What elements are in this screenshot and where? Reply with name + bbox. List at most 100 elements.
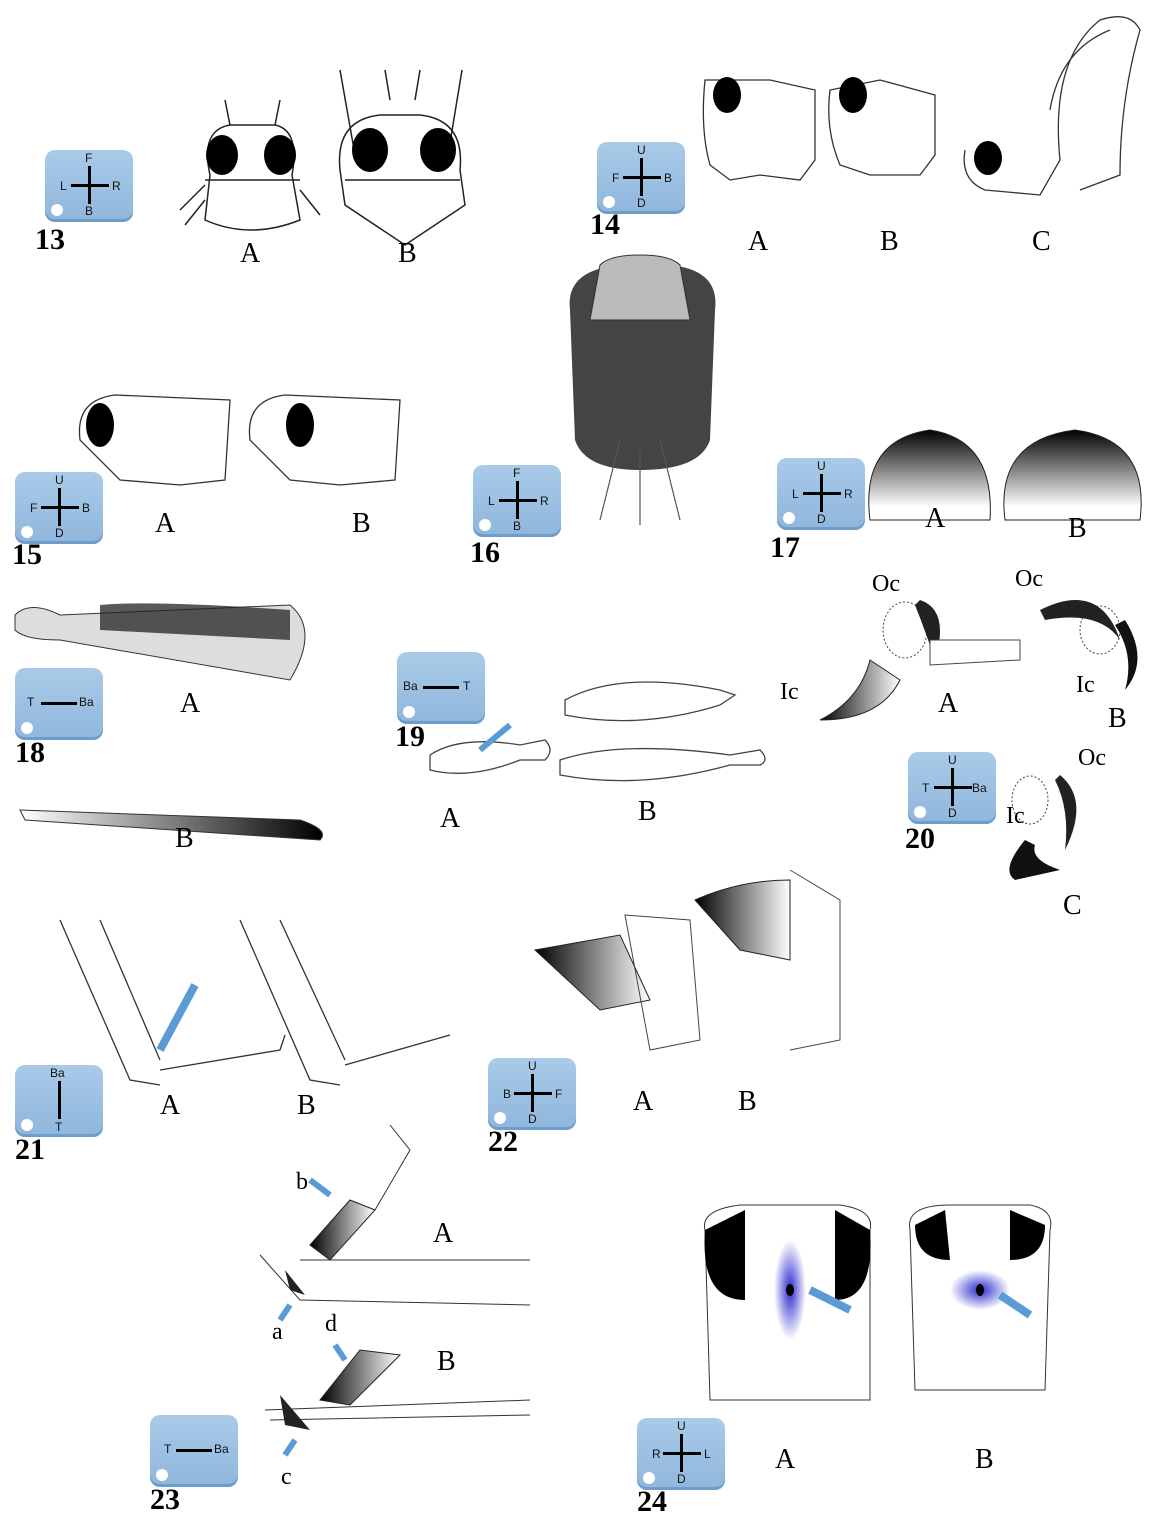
fig19-arrow: [480, 725, 510, 750]
fig13-label-a: A: [240, 240, 260, 268]
compass-axis-label: L: [792, 488, 799, 500]
fig13-number: 13: [35, 225, 65, 255]
compass-axis-label: U: [55, 474, 64, 486]
compass-corner-dot: [479, 519, 491, 531]
compass-vertical-arrow: [516, 481, 519, 519]
fig24-number: 24: [637, 1487, 667, 1517]
fig15-drawing: [79, 395, 400, 485]
compass-axis-label: B: [513, 520, 521, 532]
compass-axis-label: F: [612, 172, 619, 184]
fig15-orientation-compass: U F B D: [15, 472, 103, 544]
compass-axis-label: T: [27, 696, 34, 708]
fig18-drawing-b: [20, 810, 323, 840]
fig21-orientation-compass: Ba T: [15, 1065, 103, 1137]
compass-vertical-arrow: [640, 158, 643, 196]
compass-axis-label: B: [82, 502, 90, 514]
fig17-orientation-compass: U L R D: [777, 458, 865, 530]
compass-corner-dot: [914, 806, 926, 818]
compass-axis-label: L: [704, 1448, 711, 1460]
compass-axis-label: Ba: [79, 696, 94, 708]
fig24-drawing: [704, 1205, 1050, 1400]
fig14-drawing: [703, 17, 1140, 195]
fig20-number: 20: [905, 824, 935, 854]
compass-axis-label: R: [844, 488, 853, 500]
compass-vertical-arrow: [820, 474, 823, 512]
fig15-number: 15: [12, 540, 42, 570]
fig23-orientation-compass: T Ba: [150, 1415, 238, 1487]
fig16-number: 16: [470, 538, 500, 568]
compass-axis-label: T: [922, 782, 929, 794]
compass-axis-label: B: [664, 172, 672, 184]
fig19-orientation-compass: Ba T: [397, 652, 485, 724]
fig23-arrow-a: [280, 1305, 290, 1320]
compass-corner-dot: [51, 204, 63, 216]
compass-axis-label: R: [652, 1448, 661, 1460]
fig13-drawing-a: [180, 100, 320, 230]
fig23-number: 23: [150, 1485, 180, 1515]
fig22-drawing-a: [535, 935, 650, 1010]
fig24-orientation-compass: U R L D: [637, 1418, 725, 1490]
compass-axis-label: F: [30, 502, 37, 514]
fig20-ic-label-a: Ic: [780, 680, 799, 704]
compass-vertical-arrow: [88, 166, 91, 204]
compass-axis-label: T: [164, 1443, 171, 1455]
compass-axis-label: U: [948, 754, 957, 766]
fig22-number: 22: [488, 1127, 518, 1157]
compass-corner-dot: [494, 1112, 506, 1124]
fig20-oc-label-c: Oc: [1078, 746, 1106, 770]
fig21-number: 21: [15, 1135, 45, 1165]
fig14-orientation-compass: U F B D: [597, 142, 685, 214]
compass-vertical-arrow: [531, 1074, 534, 1112]
compass-axis-label: T: [55, 1121, 62, 1133]
compass-axis-label: U: [637, 144, 646, 156]
compass-axis-label: U: [817, 460, 826, 472]
fig17-drawing-b: [1004, 430, 1141, 520]
fig18-number: 18: [15, 738, 45, 768]
fig20-oc-label-a: Oc: [872, 572, 900, 596]
fig23-marker-c: c: [281, 1465, 292, 1489]
fig23-marker-a: a: [272, 1320, 283, 1344]
fig19-number: 19: [395, 722, 425, 752]
compass-axis-label: U: [677, 1420, 686, 1432]
compass-axis-label: D: [637, 197, 646, 209]
compass-axis-label: F: [513, 467, 520, 479]
compass-up: F: [85, 152, 92, 164]
compass-corner-dot: [156, 1469, 168, 1481]
fig13-orientation-compass: F L R B: [45, 150, 133, 222]
fig23-marker-b: b: [296, 1170, 308, 1194]
compass-axis-label: Ba: [214, 1443, 229, 1455]
fig20-ic-label-c: Ic: [1006, 804, 1025, 828]
compass-down: B: [85, 205, 93, 217]
fig23-arrow-b: [310, 1180, 330, 1195]
fig23-arrow-c: [285, 1440, 295, 1455]
fig22-drawing-b: [695, 880, 790, 960]
fig16-drawing: [570, 255, 716, 525]
compass-axis-label: Ba: [50, 1067, 65, 1079]
fig20-drawing: [820, 600, 1138, 880]
fig23-arrow-d: [335, 1345, 345, 1360]
compass-axis-label: B: [503, 1088, 511, 1100]
compass-axis-label: Ba: [972, 782, 987, 794]
fig20-ic-label-b: Ic: [1076, 673, 1095, 697]
compass-axis-label: F: [555, 1088, 562, 1100]
fig21-drawing: [60, 920, 450, 1085]
compass-axis-label: R: [540, 495, 549, 507]
compass-axis-label: L: [488, 495, 495, 507]
fig16-orientation-compass: F L R B: [473, 465, 561, 537]
fig20-oc-label-b: Oc: [1015, 567, 1043, 591]
compass-axis-label: D: [817, 513, 826, 525]
fig14-number: 14: [590, 210, 620, 240]
compass-right: R: [112, 180, 121, 192]
compass-axis-label: Ba: [403, 680, 418, 692]
compass-axis-label: D: [55, 527, 64, 539]
compass-axis-label: D: [528, 1113, 537, 1125]
compass-axis-label: U: [528, 1060, 537, 1072]
compass-vertical-arrow: [951, 768, 954, 806]
compass-axis-label: D: [948, 807, 957, 819]
fig18-orientation-compass: T Ba: [15, 668, 103, 740]
compass-vertical-arrow: [58, 488, 61, 526]
compass-corner-dot: [603, 196, 615, 208]
compass-left: L: [60, 180, 67, 192]
compass-axis-label: D: [677, 1473, 686, 1485]
compass-vertical-arrow: [680, 1434, 683, 1472]
